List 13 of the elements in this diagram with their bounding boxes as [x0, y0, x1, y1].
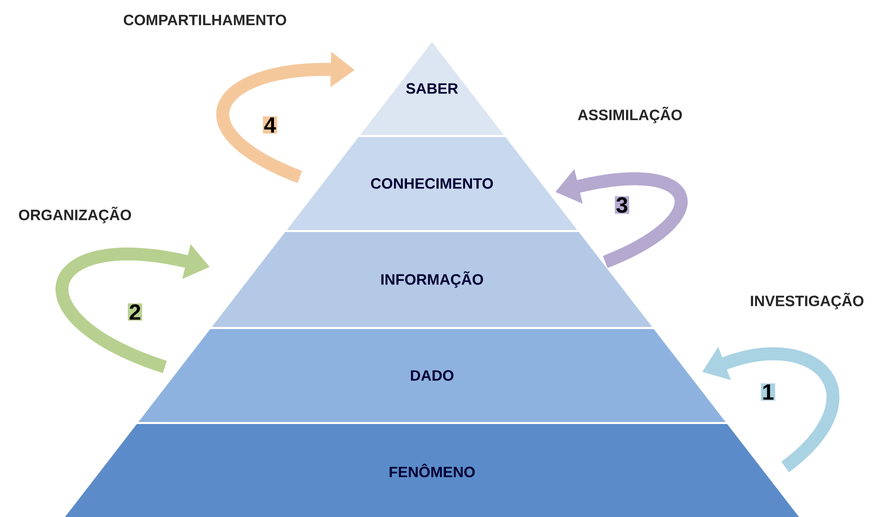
step-number: 1 [760, 383, 776, 401]
pyramid-level: CONHECIMENTO [286, 137, 578, 230]
step-number: 2 [128, 303, 142, 321]
step-label: COMPARTILHAMENTO [124, 14, 286, 26]
pyramid-level: FENÔMENO [65, 424, 799, 517]
pyramid-level: SABER [360, 42, 504, 135]
step-label: ASSIMILAÇÃO [578, 106, 682, 124]
pyramid-level: DADO [138, 329, 726, 422]
step-number: 4 [262, 116, 278, 134]
pyramid-level: INFORMAÇÃO [212, 232, 652, 327]
step-label: ORGANIZAÇÃO [18, 206, 132, 224]
step-number: 3 [614, 196, 630, 214]
step-label: INVESTIGAÇÃO [750, 292, 864, 310]
